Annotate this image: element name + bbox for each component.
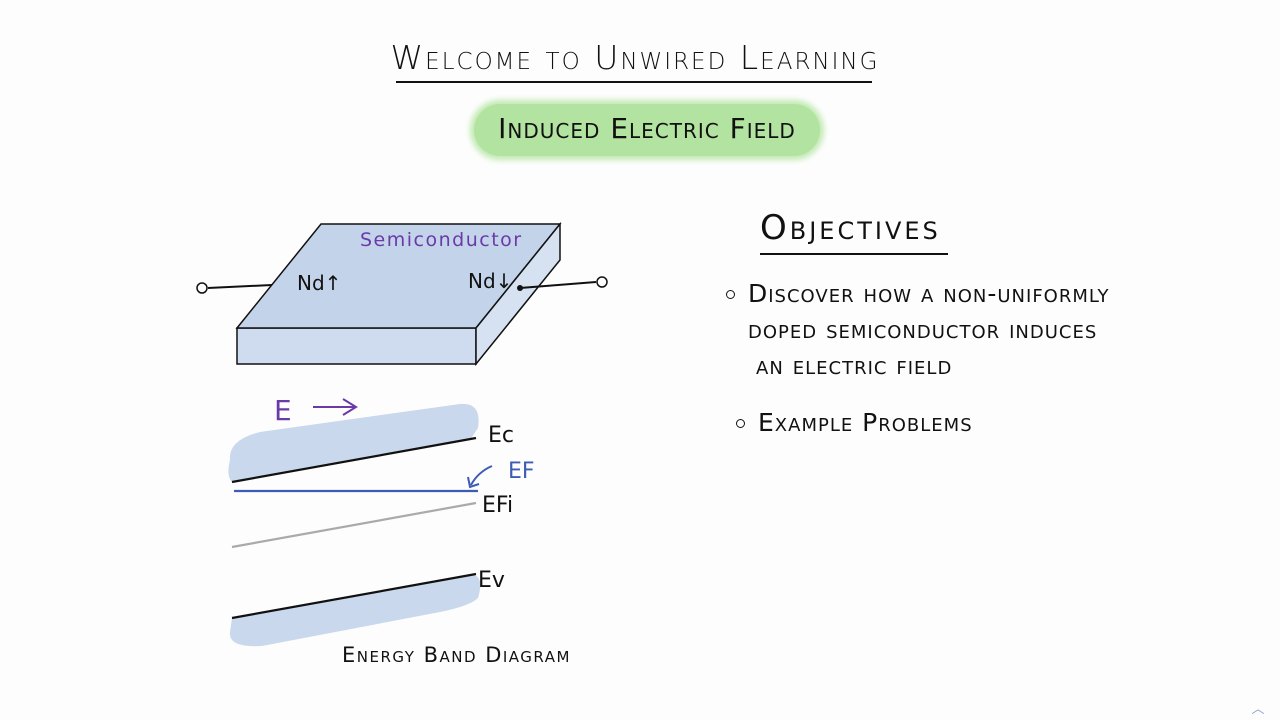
- ec-line: [231, 436, 477, 484]
- bullet-icon: [726, 290, 735, 299]
- efi-line: [231, 501, 477, 549]
- ef-pointer-head: [467, 476, 480, 489]
- valence-band-shading: [229, 575, 481, 647]
- topic-highlight: [474, 104, 820, 156]
- ef-pointer-arrow: [470, 465, 493, 486]
- objective-item: Discover how a non-uniformly doped semic…: [726, 276, 1110, 384]
- ef-label: EF: [508, 459, 535, 484]
- ec-label: Ec: [488, 423, 514, 448]
- objective-line: an electric field: [756, 351, 953, 380]
- chevron-up-icon[interactable]: ︿: [1251, 702, 1265, 717]
- right-terminal: [596, 276, 608, 288]
- right-doping-label: Nd↓: [468, 269, 512, 293]
- block-side-face: [475, 221, 561, 367]
- block-front-face: [236, 327, 477, 365]
- objective-line: Example Problems: [758, 408, 973, 437]
- field-label: E: [274, 394, 292, 427]
- objectives-underline: [760, 253, 948, 255]
- conduction-band-shading: [228, 403, 479, 482]
- ev-line: [231, 572, 477, 620]
- block-label: Semiconductor: [360, 229, 523, 251]
- left-doping-label: Nd↑: [297, 271, 341, 295]
- right-lead-dot: [517, 285, 523, 291]
- objective-line: Discover how a non-uniformly: [748, 279, 1110, 308]
- efi-label: EFi: [482, 493, 513, 518]
- bullet-icon: [736, 419, 745, 428]
- diagram-caption: Energy Band Diagram: [342, 643, 571, 667]
- objective-line: doped semiconductor induces: [748, 315, 1098, 344]
- objective-item: Example Problems: [736, 405, 973, 441]
- left-terminal: [196, 282, 208, 294]
- right-lead-wire: [519, 281, 597, 289]
- objectives-heading: Objectives: [760, 208, 941, 248]
- page-title: Welcome to Unwired Learning: [390, 38, 880, 77]
- ev-label: Ev: [478, 568, 505, 593]
- title-underline: [396, 81, 872, 83]
- field-arrow-head: [342, 398, 358, 416]
- left-lead-wire: [207, 284, 273, 289]
- topic-title: Induced Electric Field: [498, 112, 796, 145]
